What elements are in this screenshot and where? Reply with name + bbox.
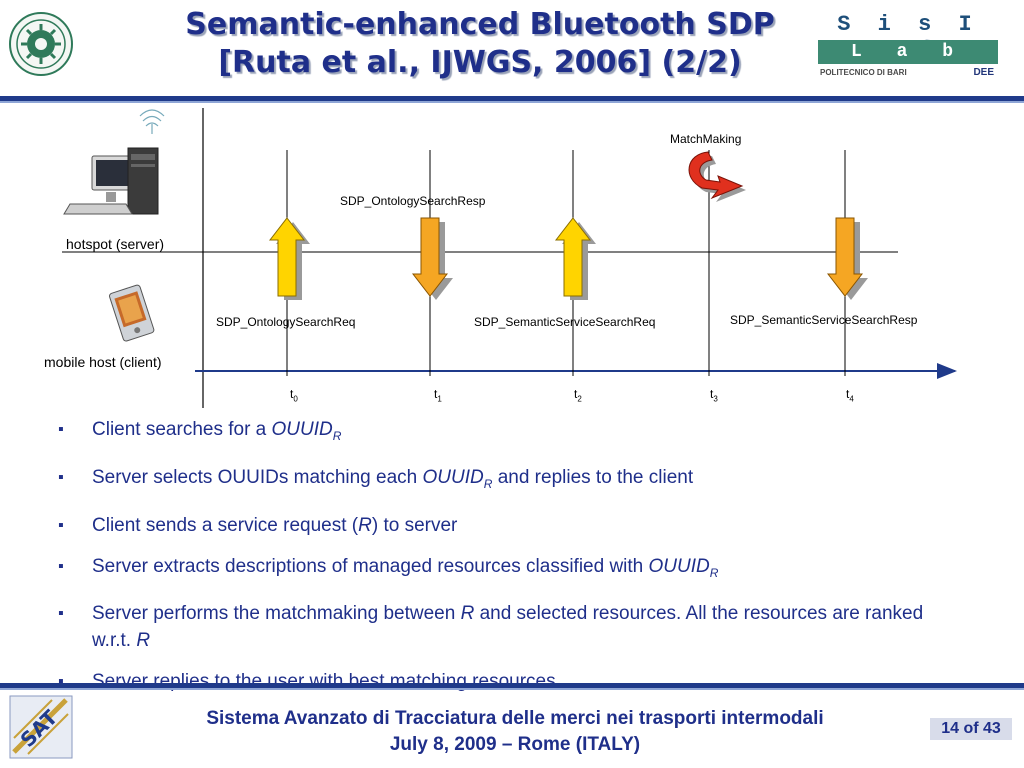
sequence-diagram (62, 108, 957, 408)
logo-poli-text: POLITECNICO DI BARI (820, 68, 907, 77)
page-number: 14 of 43 (930, 718, 1012, 740)
msg-label-ontology-req: SDP_OntologySearchReq (216, 315, 356, 329)
matchmaking-label: MatchMaking (670, 132, 742, 146)
header-divider-light (0, 101, 1024, 103)
bullet-marker: ▪ (58, 516, 64, 534)
header-divider (0, 96, 1024, 101)
bullet-marker: ▪ (58, 468, 64, 486)
bullet-item: ▪ Server selects OUUIDs matching each OU… (58, 464, 958, 498)
tick-label-t2: t2 (574, 387, 582, 404)
server-label: hotspot (server) (66, 236, 165, 252)
tick-label-t3: t3 (710, 387, 718, 404)
slide-title: Semantic-enhanced Bluetooth SDP [Ruta et… (150, 6, 810, 82)
down-arrow-ontology-resp (411, 217, 453, 300)
up-arrow-semantic-req (554, 217, 596, 300)
bullet-item: ▪ Client sends a service request (R) to … (58, 512, 958, 539)
sat-project-logo: SAT (8, 694, 74, 760)
footer-divider-light (0, 688, 1024, 690)
matchmaking-rotate-arrow (688, 151, 746, 202)
tick-label-t0: t0 (290, 387, 298, 404)
msg-label-semantic-req: SDP_SemanticServiceSearchReq (474, 315, 656, 329)
sisinf-lab-logo: S i s I n f L a b POLITECNICO DI BARI DE… (818, 12, 998, 82)
bullet-list: ▪ Client searches for a OUUIDR ▪ Server … (58, 416, 958, 709)
footer-text: Sistema Avanzato di Tracciatura delle me… (110, 706, 920, 758)
server-computer-icon (63, 109, 165, 215)
bullet-marker: ▪ (58, 605, 64, 623)
logo-top-text: S i s I n f (837, 12, 979, 63)
bullet-marker: ▪ (58, 673, 64, 691)
bullet-item: ▪ Client searches for a OUUIDR (58, 416, 958, 450)
bullet-marker: ▪ (58, 421, 64, 438)
tick-label-t4: t4 (846, 387, 854, 404)
up-arrow-ontology-req (268, 217, 310, 300)
footer-divider (0, 683, 1024, 688)
bullet-item: ▪ Server performs the matchmaking betwee… (58, 600, 958, 654)
footer-line-2: July 8, 2009 – Rome (ITALY) (389, 734, 641, 755)
bullet-item: ▪ Server extracts descriptions of manage… (58, 553, 958, 587)
footer-line-1: Sistema Avanzato di Tracciatura delle me… (206, 708, 824, 729)
title-line-1: Semantic-enhanced Bluetooth SDP (185, 7, 775, 42)
down-arrow-semantic-resp (826, 217, 868, 300)
logo-bar-text: L a b (818, 40, 998, 64)
bullet-item: ▪ Server replies to the user with best m… (58, 668, 958, 695)
title-line-2: [Ruta et al., IJWGS, 2006] (2/2) (218, 45, 742, 80)
tick-label-t1: t1 (434, 387, 442, 404)
bullet-marker: ▪ (58, 557, 64, 575)
logo-dept-text: DEE (973, 67, 994, 78)
wifi-signal-icon (139, 109, 165, 134)
mobile-pda-icon (109, 284, 155, 342)
msg-label-semantic-resp: SDP_SemanticServiceSearchResp (730, 313, 918, 327)
university-seal-logo (8, 6, 74, 82)
msg-label-ontology-resp: SDP_OntologySearchResp (340, 194, 486, 208)
client-label: mobile host (client) (44, 354, 162, 370)
